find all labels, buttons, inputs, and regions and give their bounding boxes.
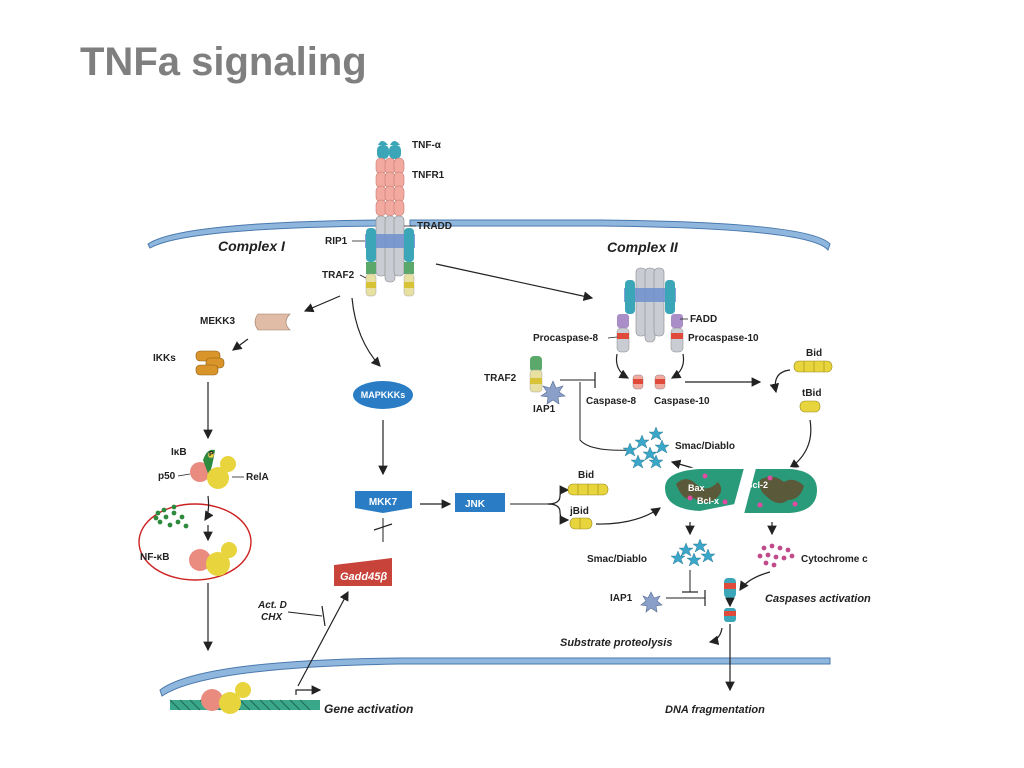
label-nfkb: NF-κB [140, 552, 169, 563]
label-tbid: tBid [802, 388, 821, 399]
label-mapkkks: MAPKKKs [361, 390, 406, 400]
label-p50: p50 [158, 471, 176, 482]
label-bax: Bax [688, 483, 705, 493]
bid-top-shape [793, 360, 833, 373]
gadd45b-shape [334, 558, 392, 586]
label-caspase10: Caspase-10 [654, 396, 710, 407]
label-tradd: TRADD [417, 221, 452, 232]
label-dna-fragmentation: DNA fragmentation [665, 704, 765, 716]
mapkkks-shape [353, 381, 413, 409]
label-ikb: IκB [171, 447, 187, 458]
label-jbid: jBid [569, 506, 589, 517]
p50-on-dna [201, 689, 223, 711]
label-cytochrome: Cytochrome c [801, 554, 868, 565]
label-bcl2: Bcl-2 [746, 480, 768, 490]
cytochrome-c-dots [757, 543, 795, 568]
label-phospho: P [209, 451, 214, 458]
caspase-activation-shapes [724, 578, 736, 622]
caspase10-shape [654, 374, 666, 390]
procaspase8-shape [616, 327, 630, 353]
label-traf2: TRAF2 [322, 270, 355, 281]
tnf-alpha-ligand [377, 145, 389, 159]
jnk-shape [455, 493, 505, 512]
label-mekk3: MEKK3 [200, 316, 235, 327]
jbid-shape [569, 517, 593, 530]
mkk7-shape [355, 491, 412, 513]
label-traf2-right: TRAF2 [484, 373, 517, 384]
label-tnfr1: TNFR1 [412, 170, 445, 181]
label-jnk: JNK [465, 499, 486, 510]
label-tnf-alpha: TNF-α [412, 140, 442, 151]
mitochondrion [662, 467, 820, 515]
caspase8-shape [632, 374, 644, 390]
bid-mid-shape [567, 483, 609, 496]
label-bid-mid: Bid [578, 470, 594, 481]
label-actd: Act. D [257, 600, 287, 611]
label-complex-2: Complex II [607, 239, 679, 255]
label-smac-lower: Smac/Diablo [587, 554, 647, 565]
label-iap1-upper: IAP1 [533, 404, 556, 415]
label-substrate-proteolysis: Substrate proteolysis [560, 637, 672, 649]
slide-title: TNFa signaling [80, 40, 367, 84]
label-complex-1: Complex I [218, 238, 286, 254]
label-bclx: Bcl-x [697, 496, 719, 506]
label-rela: RelA [246, 472, 269, 483]
label-bid-top: Bid [806, 348, 822, 359]
label-gadd45b: Gadd45β [340, 571, 387, 583]
tnfr1-complex [365, 141, 415, 297]
nfkb-highlight-circle [138, 503, 252, 581]
label-ikks: IKKs [153, 353, 176, 364]
label-caspases-activation: Caspases activation [765, 593, 871, 605]
smac-upper-stars [622, 426, 670, 469]
label-rip1: RIP1 [325, 236, 348, 247]
label-caspase8: Caspase-8 [586, 396, 636, 407]
complex2-receptor [616, 267, 684, 353]
nuclear-membrane [159, 657, 831, 714]
label-fadd: FADD [690, 314, 717, 325]
traf2-right-shape [529, 356, 543, 393]
label-mkk7: MKK7 [369, 497, 398, 508]
ikks-shape [195, 350, 225, 376]
label-smac-upper: Smac/Diablo [675, 441, 735, 452]
ikb-degradation-dots [153, 504, 189, 529]
iap1-upper-shape [540, 380, 566, 405]
smac-lower-stars [670, 538, 716, 567]
label-procaspase8: Procaspase-8 [533, 333, 598, 344]
mekk3-shape [254, 313, 291, 331]
iap1-lower-shape [640, 591, 663, 613]
label-chx: CHX [261, 612, 283, 623]
tnfr1-receptor [375, 157, 405, 217]
fadd-shape [617, 314, 629, 328]
rip1-shape [366, 228, 376, 262]
tbid-shape [799, 400, 821, 413]
ikb-p50-rela-complex [190, 449, 236, 489]
procaspase10-shape [670, 327, 684, 353]
rela-on-dna [219, 692, 241, 714]
label-iap1-lower: IAP1 [610, 593, 633, 604]
label-gene-activation: Gene activation [324, 702, 413, 716]
label-procaspase10: Procaspase-10 [688, 333, 759, 344]
